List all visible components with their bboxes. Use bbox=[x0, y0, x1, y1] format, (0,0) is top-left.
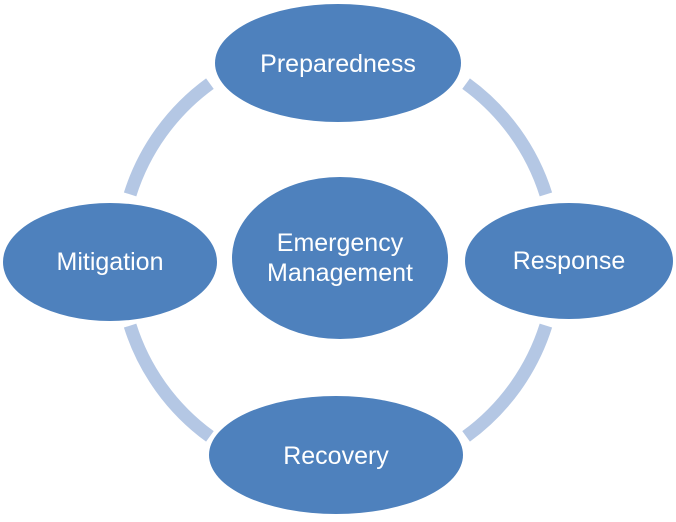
cycle-arc-bottom-left bbox=[123, 323, 214, 442]
node-ellipse-mitigation bbox=[3, 203, 217, 321]
node-ellipse-emergency-management bbox=[232, 177, 448, 339]
node-label-mitigation: Mitigation bbox=[56, 248, 164, 276]
node-label-response: Response bbox=[512, 247, 626, 275]
cycle-arc-top-right bbox=[462, 78, 553, 197]
cycle-arc-bottom-right bbox=[462, 323, 553, 442]
node-label-preparedness: Preparedness bbox=[260, 50, 416, 78]
node-label-emergency-management: Emergency Management bbox=[267, 229, 413, 287]
node-label-recovery: Recovery bbox=[283, 442, 389, 470]
node-ellipse-preparedness bbox=[215, 4, 461, 122]
node-ellipse-response bbox=[465, 203, 673, 319]
cycle-arc-top-left bbox=[123, 78, 214, 197]
node-ellipse-recovery bbox=[209, 396, 463, 514]
